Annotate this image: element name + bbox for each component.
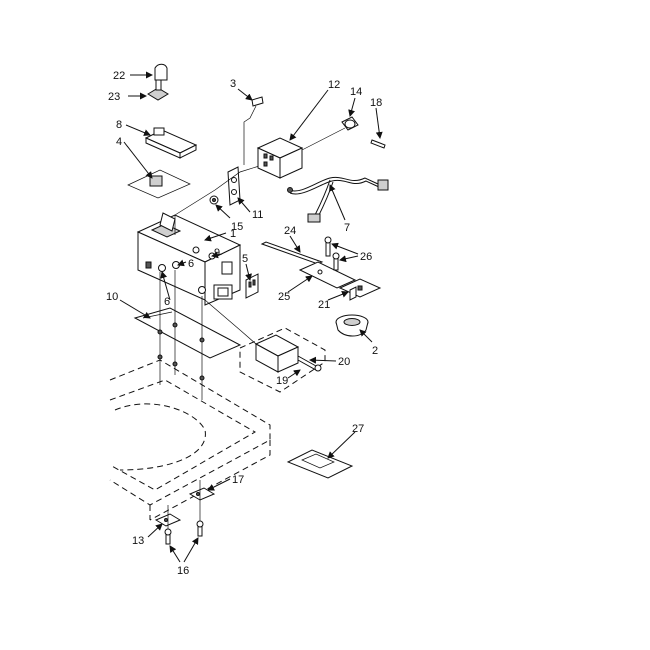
part-15-nut (209, 195, 219, 205)
wire-line (174, 161, 273, 216)
callout-2: 2 (372, 345, 378, 357)
callout-23: 23 (108, 91, 120, 103)
callout-labels: 22 23 8 4 3 12 14 18 7 11 15 1 24 26 25 … (106, 70, 382, 577)
callout-26: 26 (360, 251, 372, 263)
part-8-cover (144, 127, 198, 159)
part-7-harness (287, 176, 389, 223)
callout-9: 9 (214, 247, 220, 259)
callout-6-lower: 6 (164, 296, 170, 308)
part-26-screws (324, 236, 340, 271)
part-3-screw (243, 96, 264, 165)
cabinet-top-outline (109, 359, 271, 521)
part-13-bracket (154, 480, 201, 530)
part-17-bracket (188, 487, 216, 501)
callout-6-upper: 6 (188, 258, 194, 270)
callout-8: 8 (116, 119, 122, 131)
leader-lines (119, 71, 383, 563)
callout-14: 14 (350, 86, 362, 98)
callout-20: 20 (338, 356, 350, 368)
part-21-bracket (338, 278, 382, 301)
part-20-solenoid-assembly (204, 299, 326, 393)
callout-21: 21 (318, 299, 330, 311)
part-1-housing (136, 212, 242, 306)
callout-1: 1 (230, 228, 236, 240)
part-23-knob (147, 79, 169, 101)
callout-12: 12 (328, 79, 340, 91)
part-5-receptacle (245, 273, 259, 299)
part-27-pad (286, 449, 354, 479)
part-22-cap (154, 63, 168, 81)
part-24-strip (260, 241, 324, 265)
callout-11: 11 (252, 209, 263, 221)
callout-27: 27 (352, 423, 364, 435)
callout-16: 16 (177, 565, 189, 577)
alignment-lines (157, 270, 205, 400)
callout-3: 3 (230, 78, 236, 90)
callout-4: 4 (116, 136, 122, 148)
part-25-plate (298, 261, 357, 289)
part-4-switch (127, 169, 191, 199)
part-12-timer (256, 127, 346, 179)
part-16-screws (164, 520, 204, 545)
callout-5: 5 (242, 253, 248, 265)
callout-7: 7 (344, 222, 350, 234)
callout-24: 24 (284, 225, 296, 237)
callout-17: 17 (232, 474, 244, 486)
callout-22: 22 (113, 70, 125, 82)
callout-19: 19 (276, 375, 288, 387)
part-18-pin (370, 139, 386, 149)
part-14-knob (341, 116, 359, 131)
callout-15: 15 (231, 221, 243, 233)
part-11-bracket (227, 166, 241, 206)
callout-18: 18 (370, 97, 382, 109)
callout-25: 25 (278, 291, 290, 303)
callout-13: 13 (132, 535, 144, 547)
part-10-plate (133, 307, 242, 359)
callout-10: 10 (106, 291, 118, 303)
